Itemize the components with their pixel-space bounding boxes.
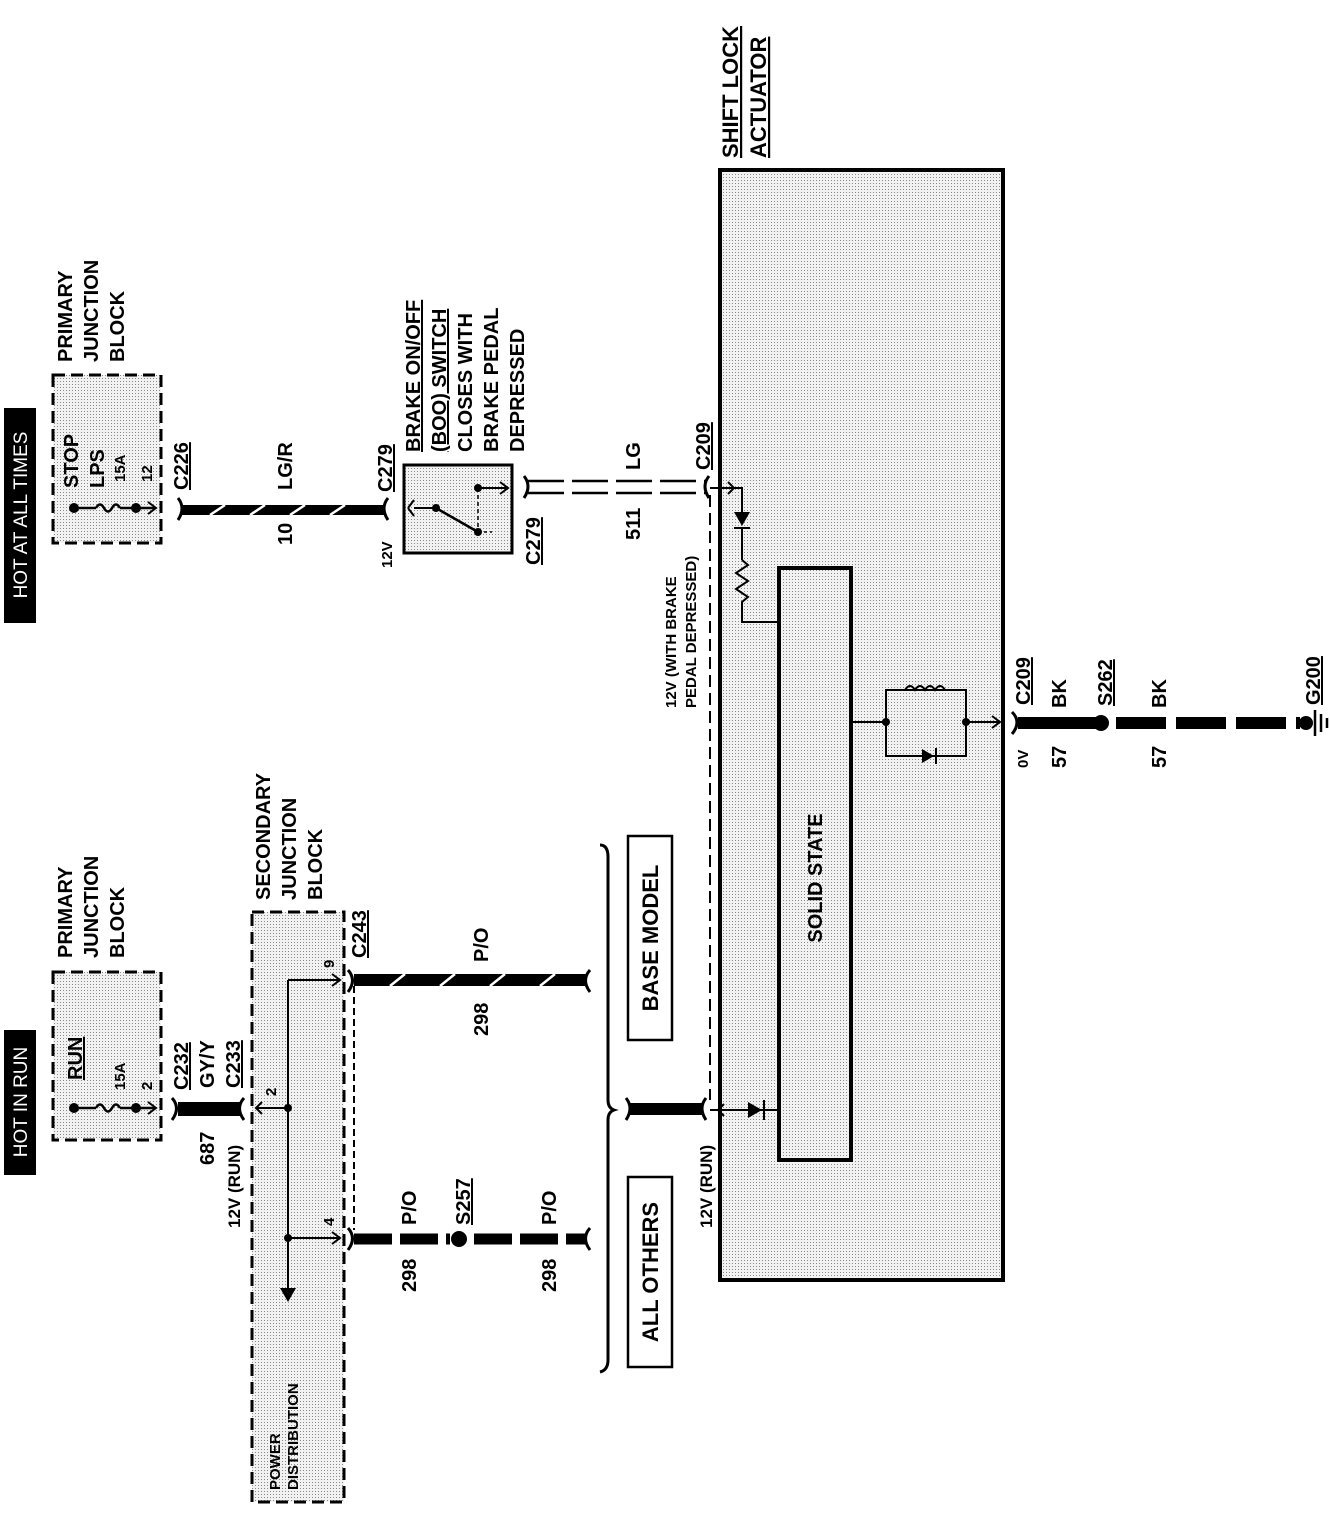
connector-c232: C232 bbox=[171, 1042, 193, 1090]
connector-c209-ground: C209 bbox=[1013, 657, 1035, 705]
svg-text:STOP: STOP bbox=[61, 434, 83, 488]
connector-c243: C243 bbox=[349, 910, 371, 958]
connector-c226: C226 bbox=[171, 442, 193, 490]
wire-gy-y bbox=[170, 1096, 246, 1121]
wire-po-base-color: P/O bbox=[471, 928, 493, 962]
brake-input-voltage: 12V bbox=[379, 541, 396, 568]
wire-gy-y-color: GY/Y bbox=[197, 1040, 219, 1088]
svg-text:BLOCK: BLOCK bbox=[107, 886, 129, 958]
wire-po-circuit-1: 298 bbox=[399, 1259, 421, 1292]
svg-text:PRIMARY: PRIMARY bbox=[55, 866, 77, 958]
svg-text:DISTRIBUTION: DISTRIBUTION bbox=[285, 1383, 302, 1490]
wire-po-circuit-2: 298 bbox=[539, 1259, 561, 1292]
svg-text:12: 12 bbox=[139, 465, 156, 482]
shift-lock-actuator bbox=[710, 168, 1005, 1282]
run-input-wire bbox=[624, 495, 711, 1121]
run-wire-voltage: 12V (RUN) bbox=[225, 1145, 244, 1228]
brake-switch-note-l5: DEPRESSED bbox=[507, 329, 529, 452]
ground-wire-circuit-2: 57 bbox=[1149, 746, 1171, 768]
svg-text:RUN: RUN bbox=[65, 1037, 87, 1080]
primary-junction-block-top: PRIMARY JUNCTION BLOCK STOP LPS 15A 12 bbox=[51, 260, 163, 545]
connector-c233: C233 bbox=[223, 1040, 245, 1088]
primary-junction-block-run: PRIMARY JUNCTION BLOCK RUN 15A 2 bbox=[51, 856, 163, 1142]
wire-po-base-circuit: 298 bbox=[471, 1003, 493, 1036]
ground-voltage: 0V bbox=[1015, 750, 1032, 768]
hot-at-all-times-label: HOT AT ALL TIMES bbox=[4, 408, 36, 623]
wire-lg-r-color: LG/R bbox=[275, 442, 297, 490]
connector-c279-in: C279 bbox=[375, 444, 397, 492]
svg-text:2: 2 bbox=[139, 1082, 156, 1090]
svg-text:BASE MODEL: BASE MODEL bbox=[638, 865, 663, 1012]
svg-text:SECONDARY: SECONDARY bbox=[253, 772, 275, 900]
wire-lg-r bbox=[176, 497, 390, 521]
ground-wire-color-1: BK bbox=[1049, 679, 1071, 708]
secondary-junction-block: SECONDARY JUNCTION BLOCK 2 9 4 POWER DIS… bbox=[250, 772, 346, 1504]
wire-lg bbox=[522, 475, 711, 499]
svg-text:BLOCK: BLOCK bbox=[305, 828, 327, 900]
svg-text:HOT IN RUN: HOT IN RUN bbox=[11, 1047, 32, 1157]
svg-text:4: 4 bbox=[321, 1217, 338, 1226]
svg-text:LPS: LPS bbox=[87, 449, 109, 488]
wire-po-all-others bbox=[346, 1226, 592, 1251]
actuator-title-l2: ACTUATOR bbox=[746, 36, 771, 158]
svg-text:15A: 15A bbox=[112, 1062, 129, 1090]
connector-c209-signal: C209 bbox=[693, 422, 715, 470]
ground-path bbox=[1010, 710, 1329, 736]
brake-switch-title-l1: BRAKE ON/OFF bbox=[403, 300, 425, 452]
wire-po-color-1: P/O bbox=[399, 1191, 421, 1225]
signal-voltage-l2: PEDAL DEPRESSED) bbox=[683, 556, 700, 708]
connector-c279-out: C279 bbox=[523, 517, 545, 565]
svg-text:9: 9 bbox=[321, 960, 338, 968]
ground-wire-color-2: BK bbox=[1149, 679, 1171, 708]
svg-text:POWER: POWER bbox=[267, 1433, 284, 1490]
svg-text:PRIMARY: PRIMARY bbox=[55, 270, 77, 362]
svg-text:JUNCTION: JUNCTION bbox=[81, 260, 103, 362]
svg-text:15A: 15A bbox=[112, 454, 129, 482]
svg-text:JUNCTION: JUNCTION bbox=[81, 856, 103, 958]
wire-po-base-model bbox=[346, 968, 592, 1230]
wire-lg-circuit: 511 bbox=[623, 508, 645, 540]
svg-text:ALL OTHERS: ALL OTHERS bbox=[638, 1202, 663, 1342]
wire-lg-color: LG bbox=[623, 442, 645, 470]
splice-s262: S262 bbox=[1095, 659, 1117, 706]
svg-text:HOT AT ALL TIMES: HOT AT ALL TIMES bbox=[11, 432, 32, 599]
actuator-title-l1: SHIFT LOCK bbox=[718, 26, 743, 158]
run-input-voltage: 12V (RUN) bbox=[697, 1145, 716, 1228]
solid-state-label: SOLID STATE bbox=[805, 813, 827, 942]
brake-switch-title-l2: (BOO) SWITCH bbox=[429, 309, 451, 452]
signal-voltage-l1: 12V (WITH BRAKE bbox=[663, 576, 680, 708]
base-model-box: BASE MODEL bbox=[626, 834, 674, 1042]
ground-g200: G200 bbox=[1303, 656, 1325, 705]
brake-switch-note-l4: BRAKE PEDAL bbox=[481, 308, 503, 452]
wire-gy-y-circuit: 687 bbox=[197, 1132, 219, 1165]
svg-text:JUNCTION: JUNCTION bbox=[279, 798, 301, 900]
model-brace bbox=[599, 843, 619, 1374]
ground-wire-circuit-1: 57 bbox=[1049, 746, 1071, 768]
all-others-box: ALL OTHERS bbox=[626, 1175, 674, 1369]
brake-switch-note-l3: CLOSES WITH bbox=[455, 313, 477, 452]
brake-switch bbox=[402, 463, 514, 555]
wire-lg-r-circuit: 10 bbox=[275, 523, 297, 545]
hot-in-run-label: HOT IN RUN bbox=[4, 1030, 36, 1175]
wire-po-color-2: P/O bbox=[539, 1191, 561, 1225]
svg-text:BLOCK: BLOCK bbox=[107, 290, 129, 362]
splice-s257: S257 bbox=[453, 1178, 475, 1225]
svg-text:2: 2 bbox=[263, 1088, 280, 1096]
